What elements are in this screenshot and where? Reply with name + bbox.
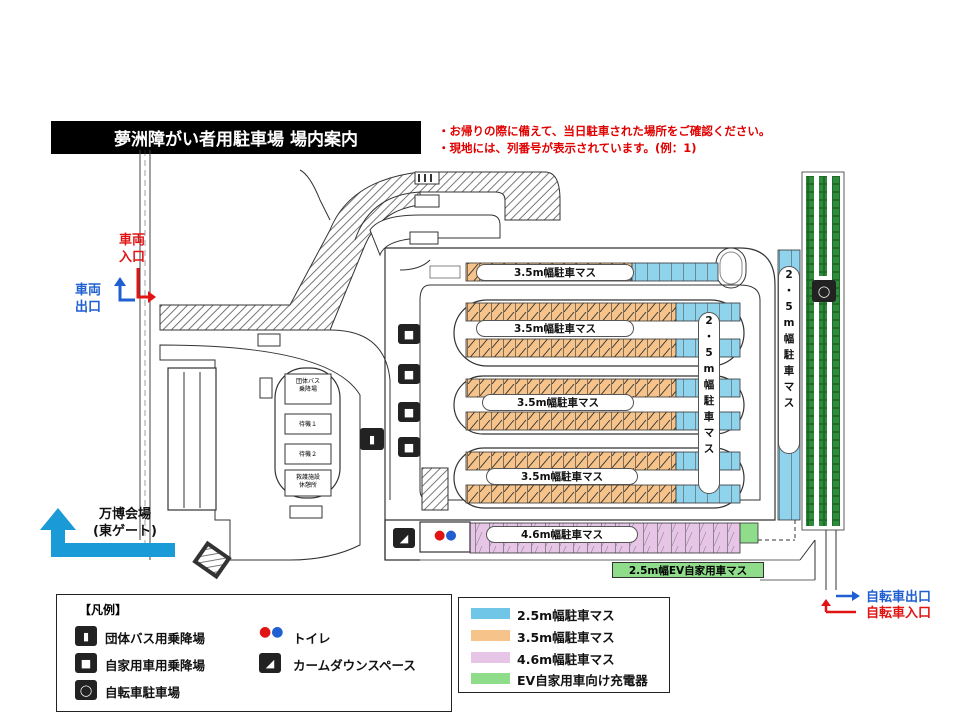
vchar: マ (703, 427, 715, 439)
vchar: 5 (705, 347, 713, 359)
vchar: 駐 (783, 349, 795, 361)
vchar: 2 (705, 315, 713, 327)
vchar: 5 (785, 301, 793, 313)
swatch-ev (471, 673, 510, 684)
color-legend: 2.5m幅駐車マス 3.5m幅駐車マス 4.6m幅駐車マス EV自家用車向け充電… (458, 597, 670, 693)
vchar: 2 (785, 269, 793, 281)
legend-4-6m-label: 4.6m幅駐車マス (517, 652, 615, 667)
vert-label-outer: 2 ・ 5 m 幅 駐 車 マ ス (778, 266, 800, 454)
stall-label-row3: 3.5m幅駐車マス (482, 394, 634, 411)
legend-ev-label: EV自家用車向け充電器 (517, 673, 648, 688)
building-label-line: 団体バス (295, 378, 320, 385)
vert-label-inner: 2 ・ 5 m 幅 駐 車 マ ス (698, 312, 720, 494)
car-icon: ■ (75, 653, 97, 673)
icon-legend: 【凡例】 ▮ 団体バス用乗降場 ■ 自家用車用乗降場 ◯ 自転車駐車場 ●● ト… (56, 594, 452, 712)
bicycle-icon: ◯ (812, 280, 836, 302)
bus-icon: ▮ (75, 626, 97, 646)
legend-toilet-label: トイレ (293, 631, 331, 646)
legend-3-5m-label: 3.5m幅駐車マス (517, 630, 615, 645)
legend-bus-label: 団体バス用乗降場 (105, 631, 206, 646)
ev-label: 2.5m幅EV自家用車マス (612, 562, 764, 578)
vchar: m (783, 317, 795, 329)
note-1: ・お帰りの際に備えて、当日駐車された場所をご確認ください。 (438, 124, 771, 138)
legend-bicycle-label: 自転車駐車場 (105, 685, 181, 700)
wait2-label: 待機２ (298, 451, 317, 458)
vchar: マ (783, 381, 795, 393)
legend-car-label: 自家用車用乗降場 (105, 658, 206, 673)
vchar: 車 (783, 365, 795, 377)
car-icon: ■ (398, 364, 420, 384)
page-title: 夢洲障がい者用駐車場 場内案内 (51, 121, 421, 154)
car-icon: ■ (398, 324, 420, 344)
building-label-2: 救護施設 休憩所 (286, 474, 330, 490)
building-label-line: 乗降場 (298, 386, 317, 393)
swatch-2-5m (471, 608, 510, 619)
wait1-label: 待機１ (298, 421, 317, 428)
vehicle-entrance-label: 車両 入口 (112, 232, 152, 266)
calmdown-icon: ◢ (393, 528, 415, 548)
toilet-icon: ●● (434, 528, 457, 543)
expo-gate-label: 万博会場 (東ゲート) (80, 506, 170, 540)
stall-label-row5: 4.6m幅駐車マス (486, 526, 638, 543)
bicycle-exit-label: 自転車出口 (866, 590, 932, 605)
vchar: ・ (703, 331, 715, 343)
building-label-line: 救護施設 (295, 474, 320, 481)
bicycle-entrance-label: 自転車入口 (866, 606, 932, 621)
vchar: 幅 (703, 379, 715, 391)
bicycle-icon: ◯ (75, 680, 97, 700)
stall-label-row1: 3.5m幅駐車マス (476, 264, 634, 281)
vehicle-exit-label: 車両 出口 (68, 282, 108, 316)
vchar: m (703, 363, 715, 375)
vchar: 駐 (703, 395, 715, 407)
stall-label-row4: 3.5m幅駐車マス (486, 468, 638, 485)
note-2: ・現地には、列番号が表示されています。(例：1) (438, 141, 697, 155)
label-line: 入口 (118, 250, 145, 265)
vchar: ス (703, 443, 715, 455)
swatch-4-6m (471, 652, 510, 663)
swatch-3-5m (471, 630, 510, 641)
notes: ・お帰りの際に備えて、当日駐車された場所をご確認ください。 ・現地には、列番号が… (438, 123, 770, 157)
vchar: ス (783, 397, 795, 409)
label-line: 車両 (74, 283, 101, 298)
bus-icon: ▮ (360, 428, 384, 450)
toilet-icon: ●● (259, 624, 284, 640)
label-line: (東ゲート) (93, 524, 157, 539)
calmdown-icon: ◢ (259, 653, 281, 673)
label-line: 車両 (118, 233, 145, 248)
legend-2-5m-label: 2.5m幅駐車マス (517, 608, 615, 623)
vchar: ・ (783, 285, 795, 297)
building-label-line: 休憩所 (298, 482, 317, 489)
building-label-1: 団体バス 乗降場 (286, 378, 330, 394)
legend-title: 【凡例】 (79, 603, 128, 617)
vchar: 幅 (783, 333, 795, 345)
vchar: 車 (703, 411, 715, 423)
label-line: 万博会場 (98, 507, 151, 522)
legend-calmdown-label: カームダウンスペース (293, 658, 416, 673)
car-icon: ■ (398, 402, 420, 422)
label-line: 出口 (74, 300, 101, 315)
stall-label-row2: 3.5m幅駐車マス (476, 320, 634, 337)
car-icon: ■ (398, 437, 420, 457)
